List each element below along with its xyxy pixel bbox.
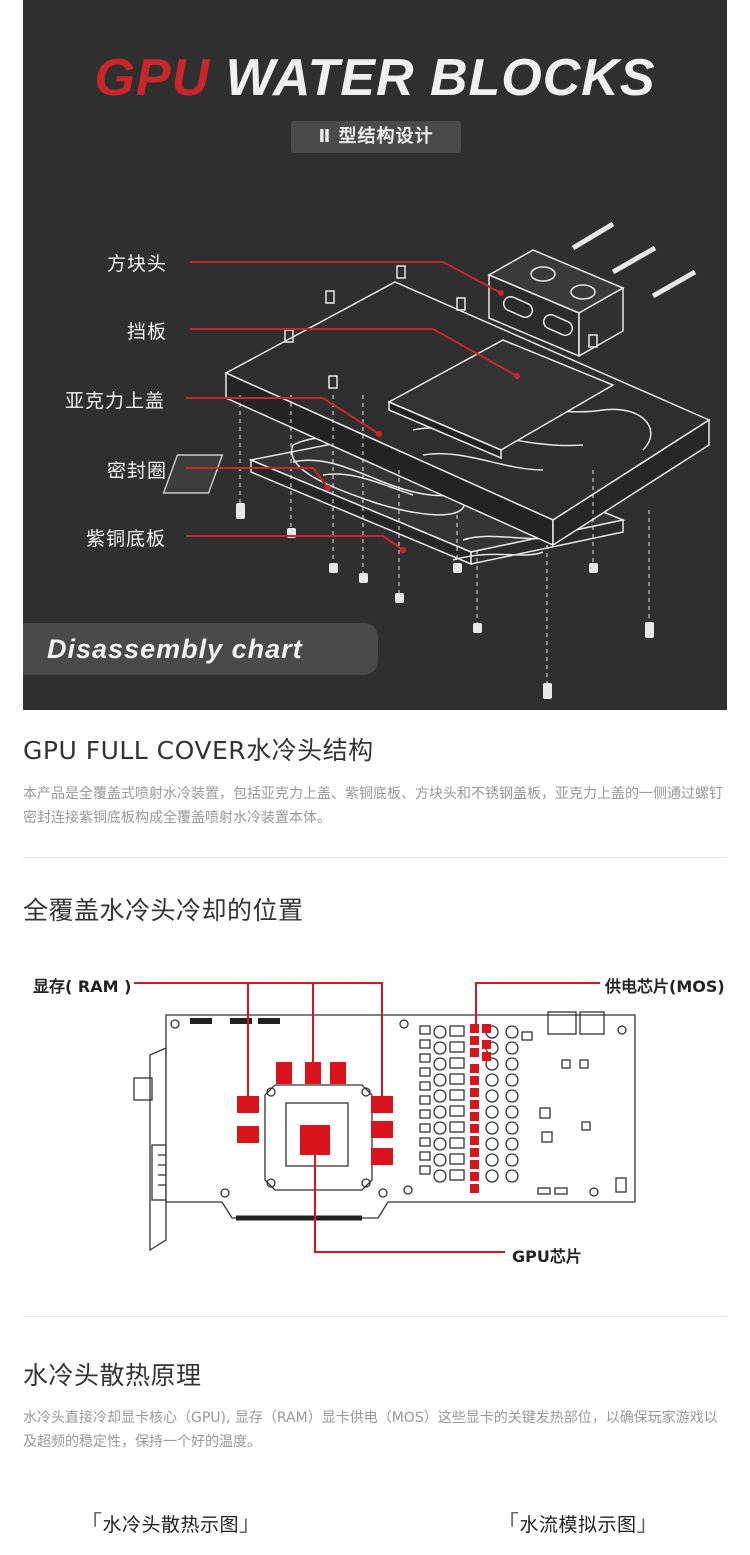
chip-markers [237,1024,491,1193]
part-label-acrylic-cover: 亚克力上盖 [65,390,166,412]
exploded-diagram [162,221,711,699]
part-label-block-head: 方块头 [107,253,168,275]
caption-water-flow: 「水流模拟示图」 [497,1512,660,1537]
caption-heat-dissipation-text: 水冷头散热示图 [102,1514,240,1536]
section-structure-title: GPU FULL COVER水冷头结构 [23,736,374,765]
section-principle-title: 水冷头散热原理 [23,1361,202,1390]
hero-panel: GPU WATER BLOCKS Ⅱ 型结构设计 方块头 挡板 亚克力上盖 密封… [23,0,727,710]
disassembly-badge: Disassembly chart [23,623,378,675]
hero-title-gpu: GPU [94,49,211,107]
hero-subtitle: Ⅱ 型结构设计 [291,121,461,153]
hero-title: GPU WATER BLOCKS [23,48,727,108]
label-ram: 显存( RAM ) [33,977,132,996]
part-label-seal-ring: 密封圈 [107,460,168,482]
section-cooling-position-title: 全覆盖水冷头冷却的位置 [23,896,304,925]
section-principle-body: 水冷头直接冷却显卡核心（GPU), 显存（RAM）显卡供电（MOS）这些显卡的关… [23,1410,718,1450]
board-drawing [133,982,636,1253]
hero-title-rest: WATER BLOCKS [225,49,656,107]
caption-heat-dissipation: 「水冷头散热示图」 [80,1512,262,1537]
section-structure-body: 本产品是全覆盖式喷射水冷装置，包括亚克力上盖、紫铜底板、方块头和不锈钢盖板，亚克… [23,786,723,826]
divider [23,1316,727,1317]
part-label-copper-base: 紫铜底板 [86,528,167,550]
divider [23,857,727,858]
label-mos: 供电芯片(MOS) [605,977,725,996]
part-label-baffle: 挡板 [127,321,168,343]
gpu-board-diagram: 显存( RAM ) 供电芯片(MOS) GPU芯片 [0,960,750,1290]
caption-water-flow-text: 水流模拟示图 [519,1514,637,1536]
label-gpu: GPU芯片 [512,1247,582,1266]
